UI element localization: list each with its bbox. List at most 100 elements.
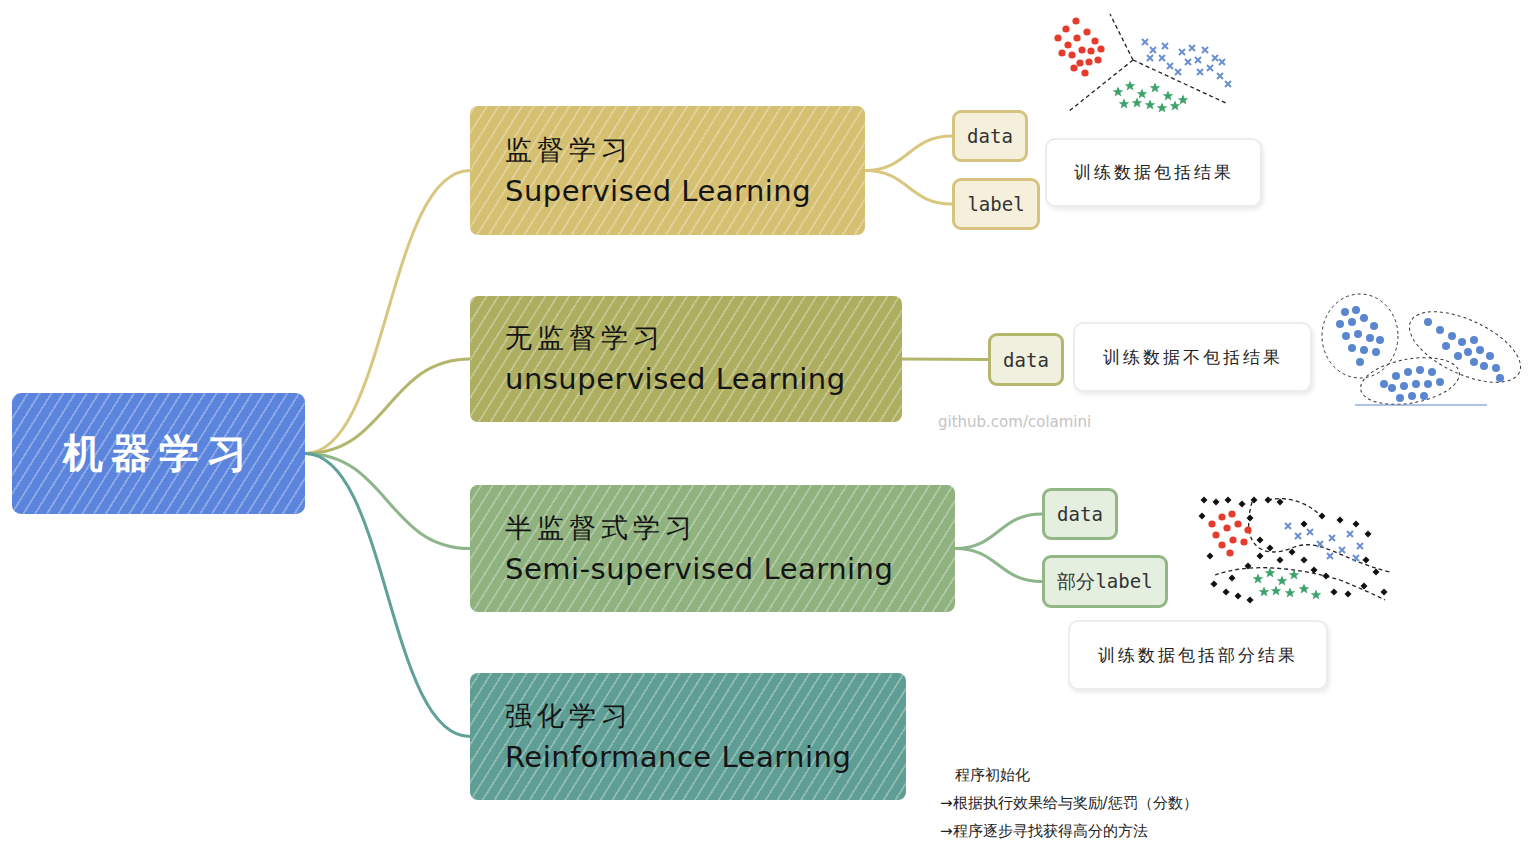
plot-mark bbox=[1199, 497, 1388, 604]
branch-connector bbox=[305, 454, 470, 737]
plot-mark bbox=[1492, 364, 1500, 372]
plot-mark bbox=[1355, 404, 1487, 405]
plot-mark bbox=[1380, 380, 1388, 388]
plot-mark bbox=[1277, 576, 1288, 586]
plot-mark bbox=[1267, 545, 1274, 552]
plot-mark bbox=[1360, 314, 1368, 322]
plot-mark bbox=[1408, 392, 1416, 400]
plot-mark bbox=[1207, 65, 1213, 71]
plot-mark bbox=[1348, 318, 1356, 326]
plot-mark bbox=[1119, 99, 1130, 109]
plot-mark bbox=[1353, 555, 1359, 561]
branch-connector bbox=[955, 549, 1042, 582]
plot-mark bbox=[1167, 63, 1173, 69]
plot-mark bbox=[1370, 322, 1378, 330]
plot-mark bbox=[1354, 330, 1362, 338]
plot-mark bbox=[1150, 47, 1156, 53]
plot-mark bbox=[1150, 83, 1161, 93]
plot-mark bbox=[1247, 597, 1254, 604]
plot-mark bbox=[1197, 69, 1203, 75]
node-title: 训练数据包括部分结果 bbox=[1098, 644, 1298, 667]
node-title: 半监督式学习 bbox=[505, 508, 697, 548]
plot-mark bbox=[1271, 586, 1282, 596]
plot-mark bbox=[1323, 573, 1330, 580]
plot-mark bbox=[1322, 294, 1398, 378]
plot-mark bbox=[1215, 568, 1385, 600]
tag-box: 部分label bbox=[1042, 555, 1168, 608]
branch-connector bbox=[865, 171, 952, 205]
node-title: 监督学习 bbox=[505, 130, 633, 170]
plot-mark bbox=[1212, 55, 1218, 61]
branch-connector bbox=[865, 136, 952, 171]
category-box: 半监督式学习Semi-supervised Learning bbox=[470, 485, 955, 612]
plot-mark bbox=[1311, 590, 1322, 600]
plot-mark bbox=[1361, 583, 1368, 590]
plot-mark bbox=[1062, 25, 1069, 32]
branch-connector bbox=[305, 359, 470, 454]
plot-mark bbox=[1365, 531, 1372, 538]
plot-mark bbox=[1265, 497, 1272, 504]
plot-mark bbox=[1372, 348, 1380, 356]
plot-mark bbox=[1240, 538, 1247, 545]
root-topic: 机器学习 bbox=[12, 393, 305, 514]
plot-mark bbox=[1083, 28, 1090, 35]
node-title: 训练数据不包括结果 bbox=[1103, 346, 1283, 369]
plot-mark bbox=[1218, 513, 1225, 520]
plot-mark bbox=[1336, 306, 1504, 402]
plot-mark bbox=[1353, 521, 1360, 528]
plot-mark bbox=[1223, 524, 1230, 531]
plot-mark bbox=[1352, 306, 1360, 314]
plot-mark bbox=[1436, 326, 1444, 334]
plot-mark bbox=[1244, 526, 1251, 533]
plot-mark bbox=[1331, 589, 1338, 596]
plot-mark bbox=[1162, 43, 1168, 49]
plot-mark bbox=[1189, 45, 1195, 51]
category-box: 监督学习Supervised Learning bbox=[470, 106, 865, 235]
tag-box: label bbox=[952, 178, 1040, 230]
plot-mark bbox=[1217, 73, 1223, 79]
plot-mark bbox=[1175, 69, 1181, 75]
plot-mark bbox=[1257, 553, 1264, 560]
plot-mark bbox=[1218, 541, 1225, 548]
branch-connector bbox=[305, 171, 470, 454]
node-subtitle: Reinformance Learning bbox=[505, 736, 851, 778]
description-box: 训练数据包括部分结果 bbox=[1068, 620, 1328, 690]
tag-box: data bbox=[952, 110, 1028, 162]
plot-mark bbox=[1392, 372, 1400, 380]
plot-mark bbox=[1307, 529, 1313, 535]
plot-mark bbox=[1277, 557, 1284, 564]
plot-mark bbox=[1399, 297, 1531, 397]
plot-mark bbox=[1185, 59, 1191, 65]
plot-mark bbox=[1125, 81, 1136, 91]
plot-mark bbox=[1301, 557, 1308, 564]
plot-mark bbox=[1311, 567, 1318, 574]
plot-mark bbox=[1087, 47, 1094, 54]
plot-mark bbox=[1259, 587, 1270, 597]
plot-mark bbox=[1239, 501, 1246, 508]
branch-connector bbox=[955, 514, 1042, 549]
node-subtitle: unsupervised Learning bbox=[505, 358, 846, 400]
plot-mark bbox=[1356, 358, 1364, 366]
plot-mark bbox=[1454, 352, 1462, 360]
plot-mark bbox=[1235, 593, 1242, 600]
plot-mark bbox=[1337, 517, 1344, 524]
plot-mark bbox=[1199, 513, 1206, 520]
plot-mark bbox=[1486, 352, 1494, 360]
plot-mark bbox=[1226, 549, 1233, 556]
plot-mark bbox=[1424, 318, 1432, 326]
plot-mark bbox=[1054, 17, 1104, 76]
plot-mark bbox=[1317, 541, 1323, 547]
plot-mark bbox=[1301, 521, 1308, 528]
description-box: 训练数据包括结果 bbox=[1045, 138, 1262, 207]
plot-mark bbox=[1068, 14, 1228, 112]
semi-supervised-plot bbox=[1199, 497, 1391, 604]
plot-mark bbox=[1073, 34, 1080, 41]
note-text: →程序逐步寻找获得高分的方法 bbox=[940, 822, 1148, 841]
plot-mark bbox=[1347, 531, 1353, 537]
plot-mark bbox=[1070, 64, 1077, 71]
watermark: github.com/colamini bbox=[938, 413, 1091, 431]
plot-mark bbox=[1420, 392, 1428, 400]
plot-mark bbox=[1251, 497, 1258, 504]
plot-mark bbox=[1170, 101, 1181, 111]
plot-mark bbox=[1329, 535, 1335, 541]
